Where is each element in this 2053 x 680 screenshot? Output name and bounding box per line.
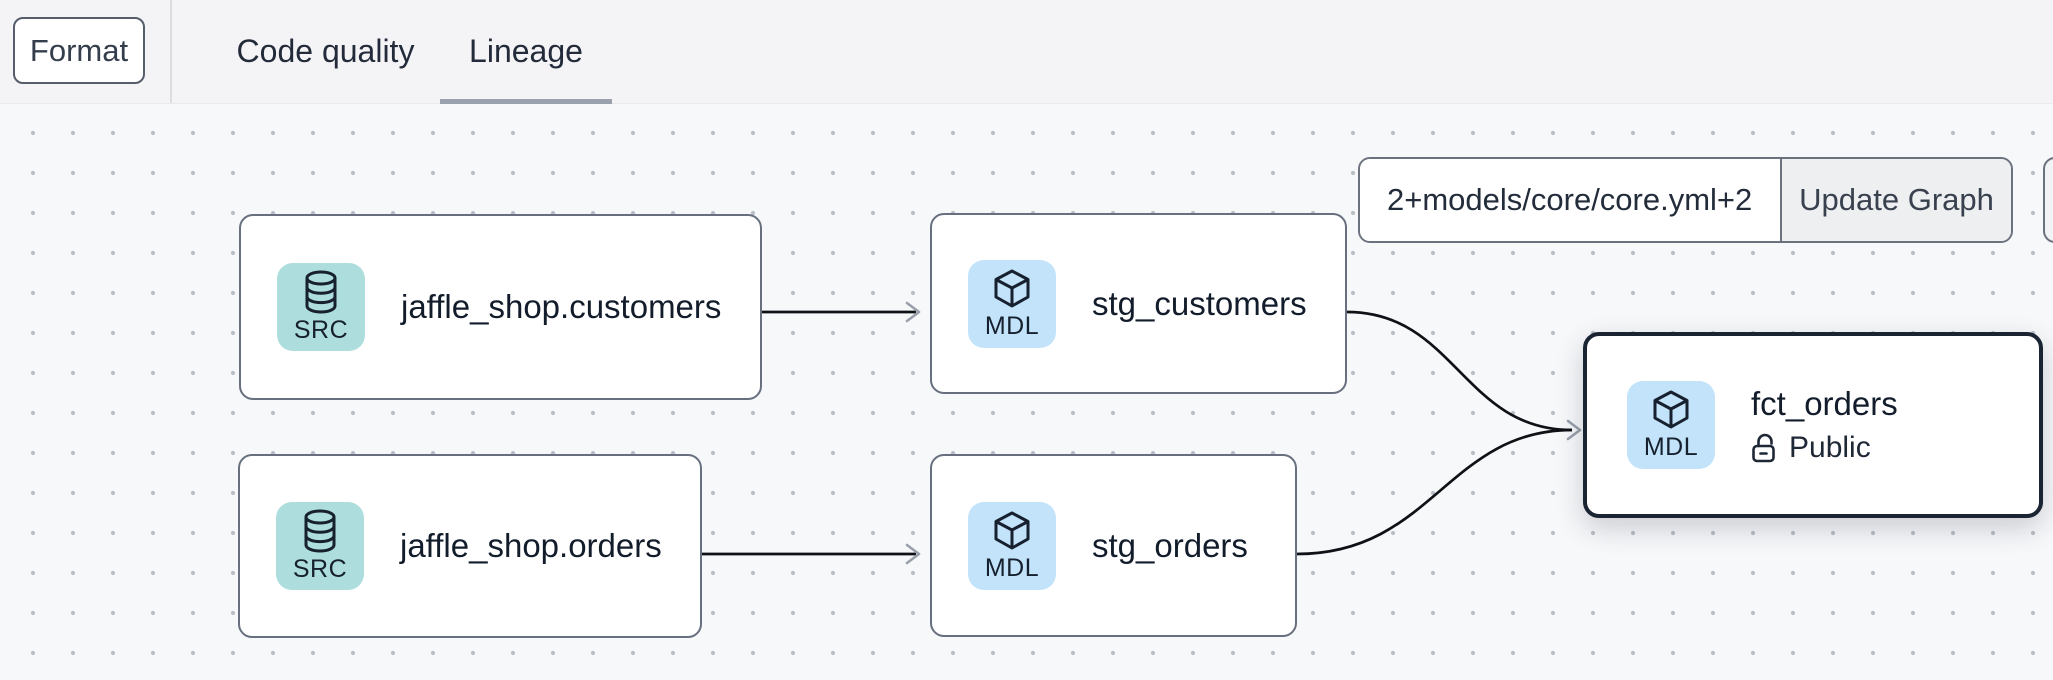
resource-type-label: MDL bbox=[984, 553, 1040, 582]
panel-header: Format Code quality Lineage bbox=[0, 0, 2053, 104]
arrowhead-icon bbox=[905, 301, 921, 323]
node-label: jaffle_shop.orders bbox=[400, 527, 662, 564]
header-divider bbox=[170, 0, 172, 103]
database-icon bbox=[305, 270, 337, 314]
node-label: stg_orders bbox=[1092, 526, 1248, 564]
access-row: Public bbox=[1751, 431, 1898, 465]
node-stg-orders[interactable]: MDL stg_orders bbox=[930, 454, 1297, 637]
cube-icon bbox=[994, 511, 1030, 549]
edge-stg-customers-to-fct bbox=[1346, 310, 1573, 432]
database-icon bbox=[304, 509, 336, 553]
node-jaffle-shop-orders[interactable]: SRC jaffle_shop.orders bbox=[238, 454, 702, 638]
node-stg-customers[interactable]: MDL stg_customers bbox=[930, 213, 1347, 394]
unlocked-padlock-icon bbox=[1752, 433, 1775, 462]
resource-type-label: MDL bbox=[1643, 433, 1699, 461]
edge-stg-orders-to-fct bbox=[1296, 428, 1573, 556]
selector-group: Update Graph bbox=[1358, 157, 2013, 243]
format-button[interactable]: Format bbox=[13, 17, 145, 84]
node-label: stg_customers bbox=[1092, 284, 1307, 322]
resource-type-label: SRC bbox=[292, 555, 348, 583]
cube-icon bbox=[994, 269, 1030, 307]
tab-code-quality[interactable]: Code quality bbox=[236, 33, 415, 69]
access-label: Public bbox=[1789, 431, 1871, 464]
lineage-canvas[interactable]: SRC jaffle_shop.customers MDL stg_custom… bbox=[0, 104, 2053, 680]
node-jaffle-shop-customers[interactable]: SRC jaffle_shop.customers bbox=[239, 214, 762, 400]
model-selector-input[interactable] bbox=[1360, 159, 1780, 241]
arrowhead-icon bbox=[905, 543, 921, 565]
node-label: fct_orders bbox=[1751, 385, 1898, 422]
arrowhead-icon bbox=[1566, 419, 1582, 441]
tab-lineage[interactable]: Lineage bbox=[469, 33, 583, 69]
resource-type-label: SRC bbox=[293, 316, 349, 344]
clipped-right-control[interactable] bbox=[2043, 157, 2053, 243]
model-resource-badge: MDL bbox=[968, 501, 1056, 590]
model-resource-badge: MDL bbox=[1627, 381, 1715, 469]
resource-type-label: MDL bbox=[984, 311, 1040, 340]
model-resource-badge: MDL bbox=[968, 259, 1056, 348]
lineage-edges bbox=[702, 301, 1582, 565]
source-resource-badge: SRC bbox=[276, 502, 364, 590]
cube-icon bbox=[1653, 390, 1689, 429]
active-tab-underline bbox=[440, 99, 612, 104]
node-label: jaffle_shop.customers bbox=[401, 288, 722, 325]
node-fct-orders-selected[interactable]: MDL fct_orders Public bbox=[1583, 332, 2043, 518]
source-resource-badge: SRC bbox=[277, 263, 365, 351]
update-graph-button[interactable]: Update Graph bbox=[1780, 159, 2011, 241]
